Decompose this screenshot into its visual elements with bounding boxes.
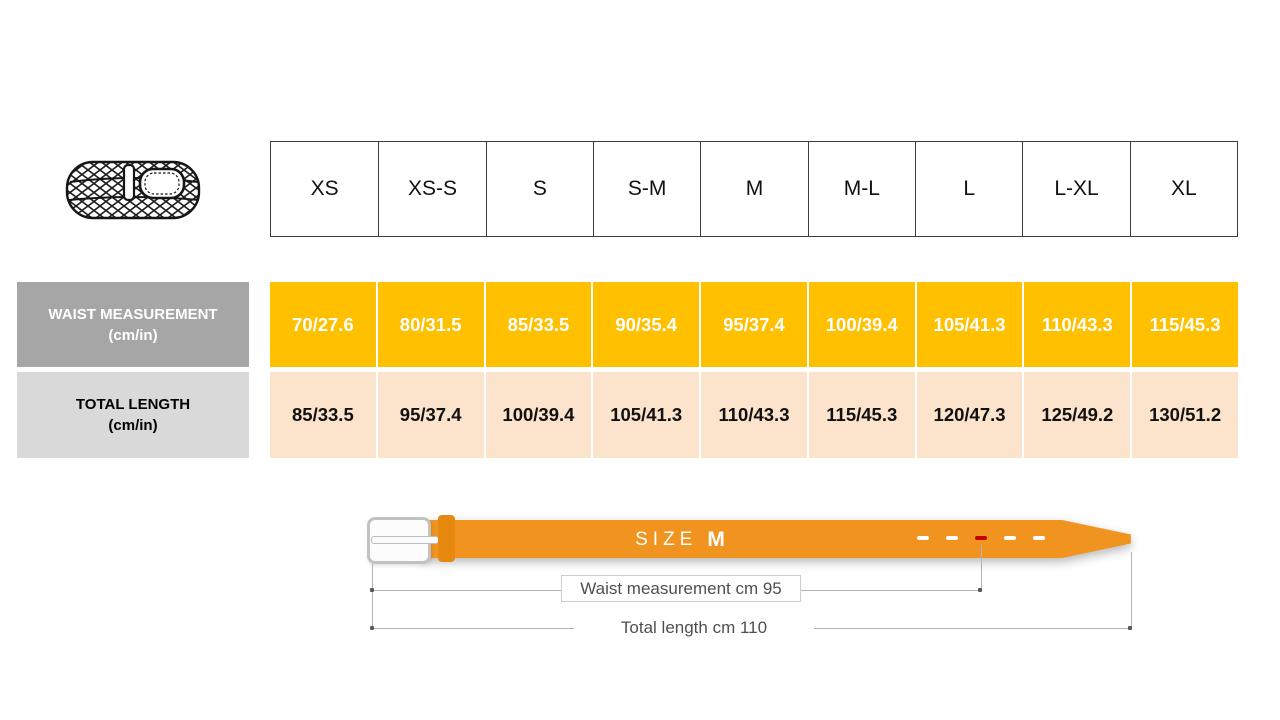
belt-hole-active-icon [975, 536, 987, 540]
waist-value-cell: 70/27.6 [270, 282, 376, 367]
waist-value-cell: 100/39.4 [808, 282, 915, 367]
waist-value-cell: 105/41.3 [916, 282, 1023, 367]
length-value-cell: 100/39.4 [485, 372, 592, 458]
belt-hole-icon [946, 536, 958, 540]
buckle-prong-icon [371, 536, 439, 544]
waist-measurement-row-label: WAIST MEASUREMENT (cm/in) [17, 282, 249, 367]
total-length-label-text: TOTAL LENGTH [75, 396, 191, 413]
waist-value-cell: 85/33.5 [485, 282, 592, 367]
buckle-drop-line [372, 564, 373, 629]
waist-value-cell: 95/37.4 [701, 282, 807, 367]
total-length-row: 85/33.5 95/37.4 100/39.4 105/41.3 110/43… [270, 372, 1238, 458]
belt-tip-drop-line [1131, 552, 1132, 629]
total-length-row-label: TOTAL LENGTH (cm/in) [17, 372, 249, 458]
length-value-cell: 110/43.3 [701, 372, 807, 458]
total-length-unit-text: (cm/in) [108, 417, 158, 434]
size-header-cell: M-L [807, 142, 915, 236]
length-value-cell: 120/47.3 [916, 372, 1023, 458]
size-header-row: XS XS-S S S-M M M-L L L-XL XL [270, 141, 1238, 237]
length-value-cell: 85/33.5 [270, 372, 376, 458]
belt-strap [424, 520, 1133, 558]
line-endpoint-dot [1128, 626, 1132, 630]
size-word: SIZE [635, 528, 698, 550]
size-header-cell: L-XL [1022, 142, 1129, 236]
waist-annotation-label: Waist measurement cm 95 [561, 575, 801, 602]
waist-value-cell: 110/43.3 [1024, 282, 1131, 367]
belt-hole-icon [917, 536, 929, 540]
waist-value-cell: 90/35.4 [593, 282, 700, 367]
waist-row-unit-text: (cm/in) [108, 326, 158, 344]
length-value-cell: 95/37.4 [377, 372, 484, 458]
belt-size-text: SIZE M [600, 526, 760, 553]
size-header-cell: XS [310, 177, 339, 200]
size-header-cell: XS-S [378, 142, 485, 236]
waist-measurement-row: 70/27.6 80/31.5 85/33.5 90/35.4 95/37.4 … [270, 282, 1238, 367]
size-header-cell: L [915, 142, 1022, 236]
length-value-cell: 130/51.2 [1132, 372, 1238, 458]
length-value-cell: 105/41.3 [593, 372, 700, 458]
line-endpoint-dot [370, 626, 374, 630]
belt-hole-icon [1004, 536, 1016, 540]
waist-value-cell: 80/31.5 [377, 282, 484, 367]
braided-belt-icon [65, 160, 201, 220]
waist-value-cell: 115/45.3 [1132, 282, 1238, 367]
length-value-cell: 125/49.2 [1024, 372, 1131, 458]
length-value-cell: 115/45.3 [808, 372, 915, 458]
size-header-cell: M [700, 142, 807, 236]
middle-hole-drop-line [981, 545, 982, 590]
line-endpoint-dot [370, 588, 374, 592]
size-header-cell: XL [1129, 142, 1237, 236]
size-value: M [707, 527, 725, 551]
size-header-cell: S-M [593, 142, 700, 236]
belt-keeper-icon [438, 515, 455, 562]
line-endpoint-dot [978, 588, 982, 592]
waist-row-label-text: WAIST MEASUREMENT [48, 305, 218, 323]
size-header-cell: S [485, 142, 593, 236]
total-length-annotation-label: Total length cm 110 [574, 616, 814, 640]
belt-hole-icon [1033, 536, 1045, 540]
